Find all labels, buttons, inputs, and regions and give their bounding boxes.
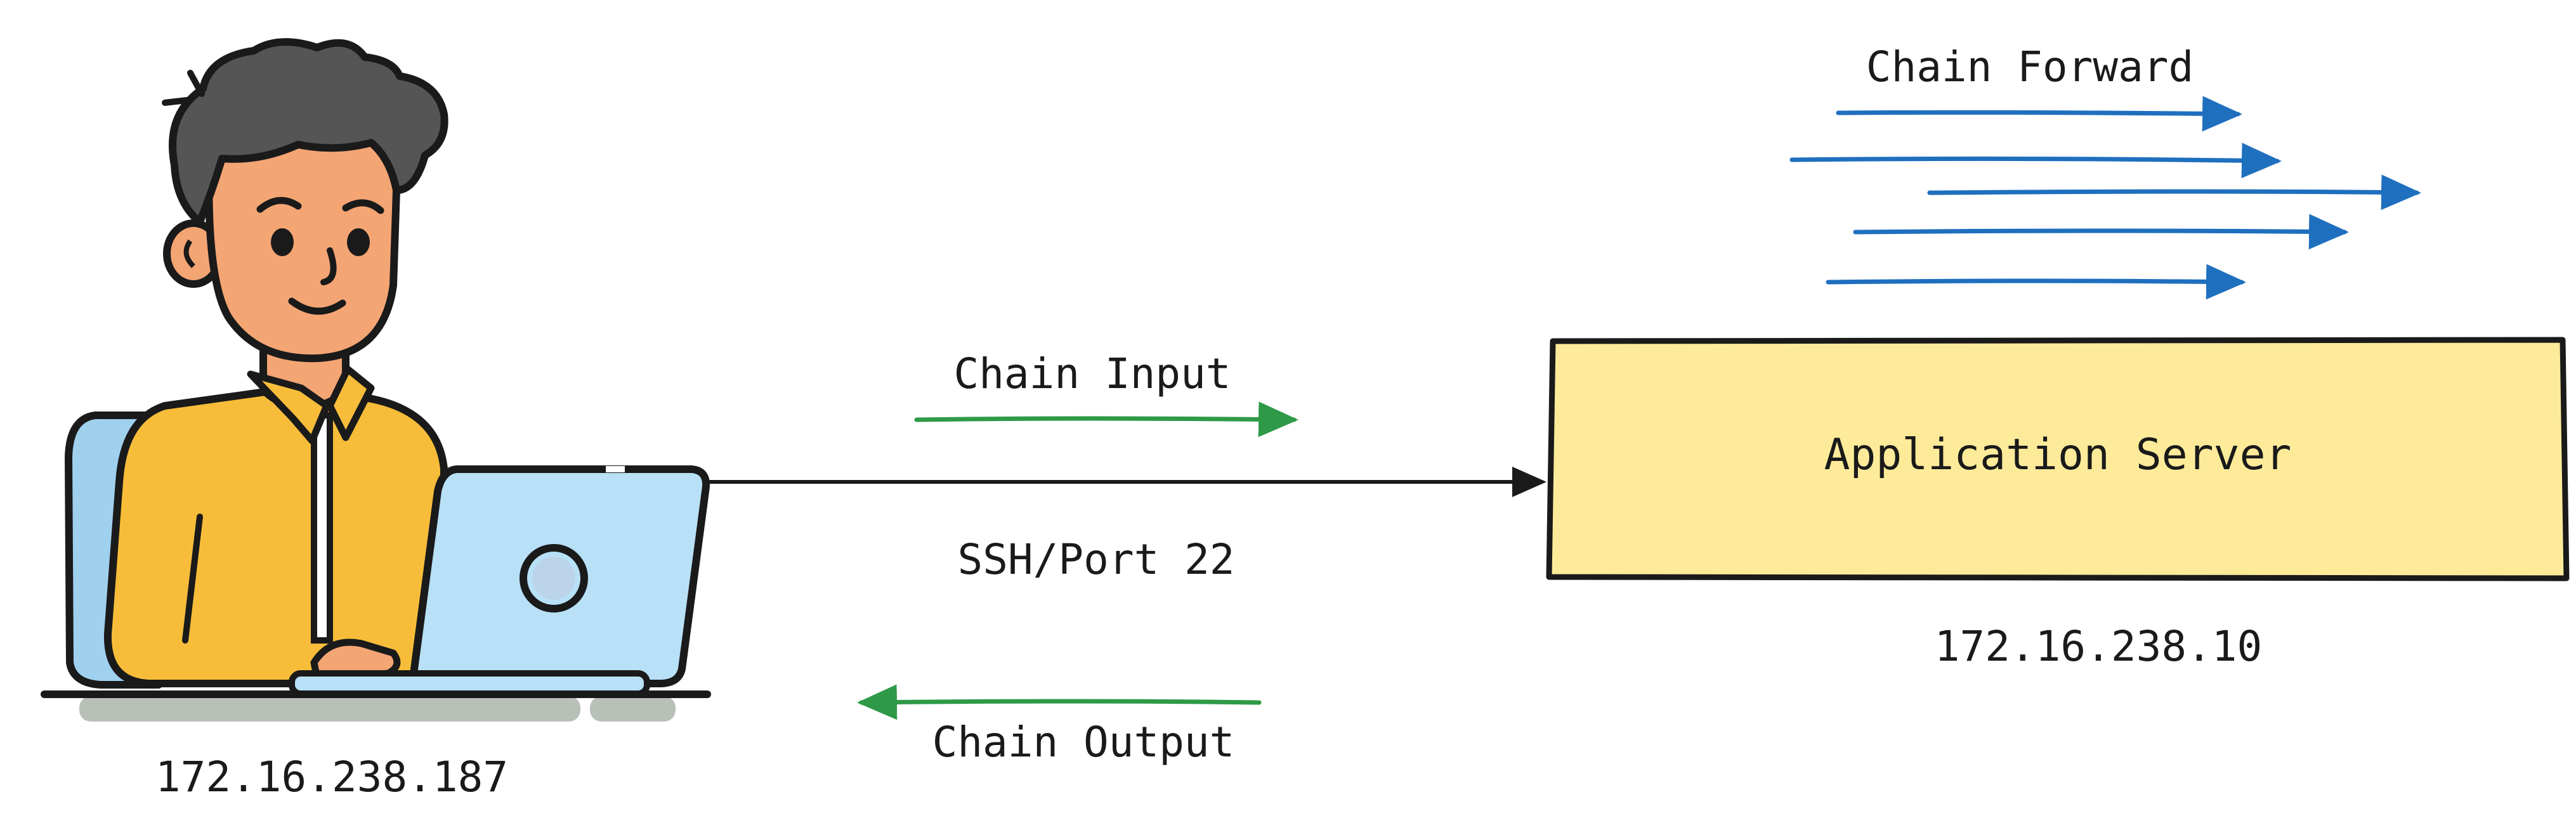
chain-output-arrow — [857, 684, 1262, 720]
application-server-label: Application Server — [1824, 430, 2292, 480]
chain-forward-arrows — [1789, 96, 2421, 300]
forward-arrow — [1853, 214, 2349, 250]
application-server-box — [1546, 337, 2570, 581]
chain-input-arrow — [914, 401, 1298, 437]
chain-input-label: Chain Input — [953, 349, 1231, 398]
forward-arrow — [1789, 143, 2282, 179]
chain-forward-label: Chain Forward — [1866, 42, 2194, 91]
chain-output-label: Chain Output — [932, 718, 1235, 767]
forward-arrow — [1836, 96, 2242, 132]
ssh-port-label: SSH/Port 22 — [957, 535, 1234, 584]
forward-arrow — [1826, 264, 2246, 300]
server-ip-label: 172.16.238.10 — [1935, 622, 2263, 671]
person-at-laptop-icon — [41, 38, 711, 722]
forward-arrow — [1927, 174, 2421, 211]
client-ip-label: 172.16.238.187 — [155, 753, 508, 801]
